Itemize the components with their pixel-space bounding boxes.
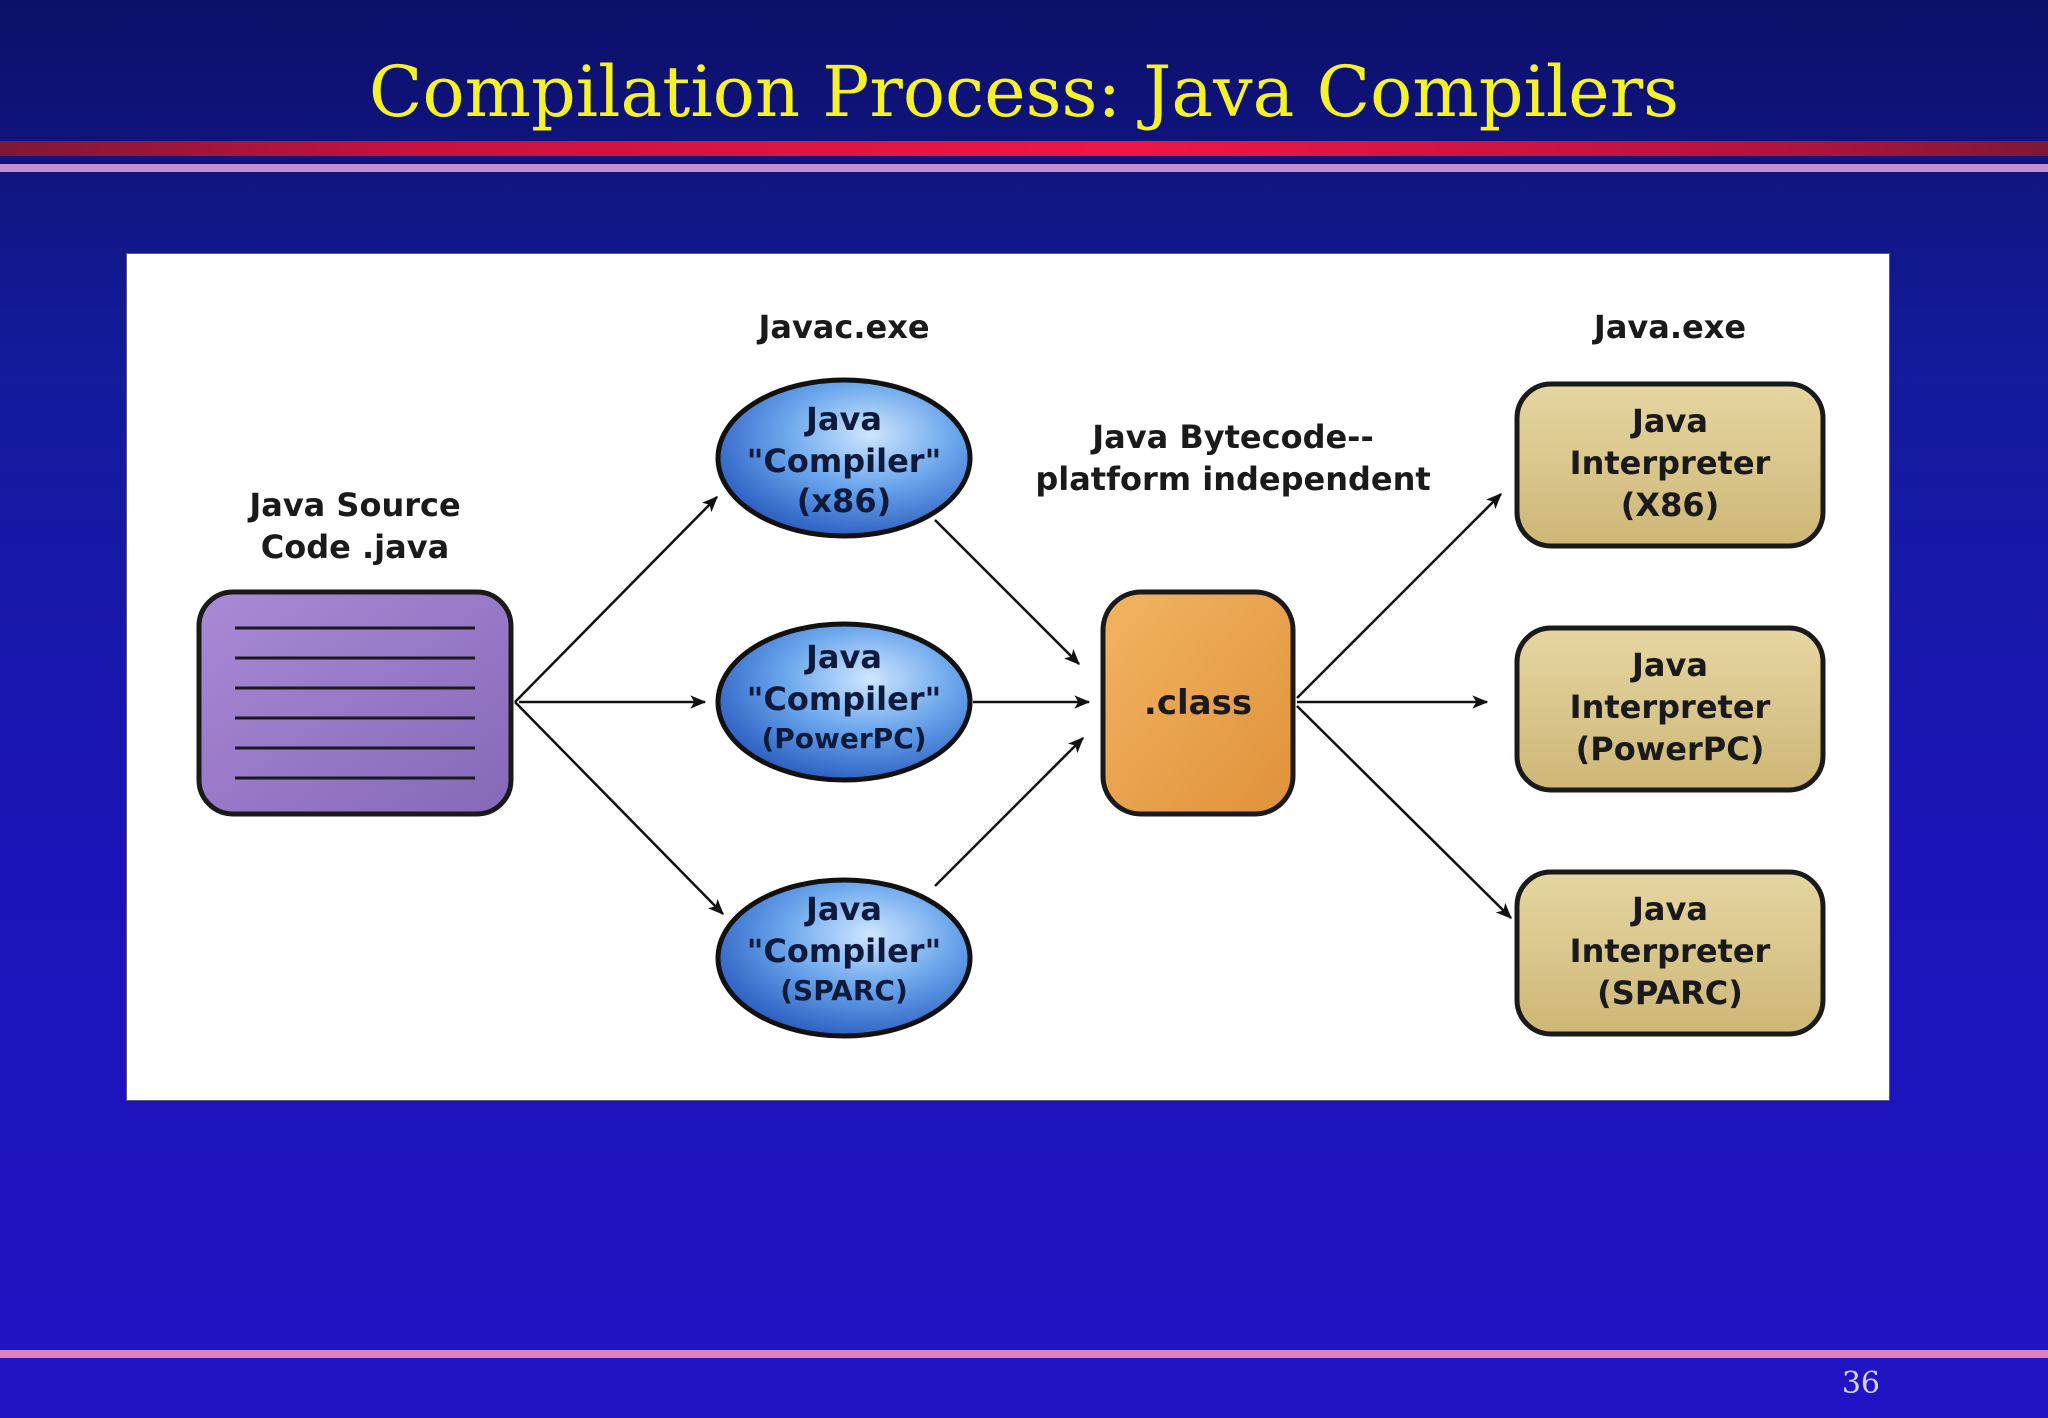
interpreter-x86-box	[1514, 381, 1826, 549]
interpreter-sparc-node: Java Interpreter (SPARC)	[1514, 869, 1826, 1037]
arrows-compilers-to-class	[934, 519, 1091, 887]
compiler-powerpc-node: Java "Compiler" (PowerPC)	[715, 621, 973, 783]
arrow-source-to-compiler-sparc	[514, 701, 724, 915]
interpreter-powerpc-node: Java Interpreter (PowerPC)	[1514, 625, 1826, 793]
compilation-diagram: Java Source Code .java Javac.exe Java "C…	[196, 308, 1826, 1039]
compiler-x86-ellipse	[715, 377, 973, 539]
compiler-x86-line3: (x86)	[797, 482, 891, 520]
compiler-x86-line1: Java	[804, 400, 882, 438]
compiler-group-label: Javac.exe	[756, 308, 929, 346]
arrow-class-to-interpreter-sparc	[1296, 705, 1512, 919]
interpreter-sparc-line2: Interpreter	[1570, 932, 1771, 970]
source-label-line2: Code .java	[261, 528, 449, 566]
compiler-sparc-line2: "Compiler"	[747, 932, 941, 970]
interpreter-sparc-line1: Java	[1630, 890, 1708, 928]
compiler-powerpc-line3: (PowerPC)	[761, 722, 926, 755]
arrow-class-to-interpreter-x86	[1296, 493, 1502, 699]
compiler-sparc-node: Java "Compiler" (SPARC)	[715, 877, 973, 1039]
interpreter-powerpc-box	[1514, 625, 1826, 793]
source-code-node: Java Source Code .java	[196, 486, 514, 817]
title-divider-pink	[0, 164, 2048, 172]
compiler-powerpc-ellipse	[715, 621, 973, 783]
compiler-powerpc-line1: Java	[804, 638, 882, 676]
compiler-powerpc-line2: "Compiler"	[747, 680, 941, 718]
interpreter-powerpc-line1: Java	[1630, 646, 1708, 684]
class-file-box	[1100, 589, 1296, 817]
compiler-x86-node: Java "Compiler" (x86)	[715, 377, 973, 539]
arrows-source-to-compilers	[514, 496, 724, 915]
page-number: 36	[1841, 1366, 1880, 1401]
interpreter-group-label: Java.exe	[1592, 308, 1746, 346]
source-code-box	[196, 589, 514, 817]
interpreter-x86-line1: Java	[1630, 402, 1708, 440]
interpreter-powerpc-line3: (PowerPC)	[1576, 730, 1765, 768]
bytecode-label-line1: Java Bytecode--	[1090, 418, 1373, 456]
arrow-compiler-x86-to-class	[934, 519, 1080, 665]
arrow-source-to-compiler-x86	[514, 496, 718, 703]
arrows-class-to-interpreters	[1296, 493, 1512, 919]
bytecode-label-line2: platform independent	[1035, 460, 1430, 498]
compiler-sparc-line3: (SPARC)	[780, 974, 908, 1007]
diagram-panel: Java Source Code .java Javac.exe Java "C…	[126, 253, 1890, 1101]
title-divider-red	[0, 141, 2048, 156]
source-label-line1: Java Source	[247, 486, 460, 524]
class-file-node: .class	[1100, 589, 1296, 817]
source-code-lines-icon	[235, 626, 475, 780]
interpreter-x86-line3: (X86)	[1621, 486, 1719, 524]
compiler-x86-line2: "Compiler"	[747, 442, 941, 480]
interpreter-x86-node: Java Interpreter (X86)	[1514, 381, 1826, 549]
class-file-label: .class	[1144, 683, 1252, 723]
slide-title: Compilation Process: Java Compilers	[368, 51, 1680, 133]
compiler-sparc-ellipse	[715, 877, 973, 1039]
interpreter-sparc-box	[1514, 869, 1826, 1037]
interpreter-x86-line2: Interpreter	[1570, 444, 1771, 482]
interpreter-powerpc-line2: Interpreter	[1570, 688, 1771, 726]
footer-divider	[0, 1350, 2048, 1358]
arrow-compiler-sparc-to-class	[934, 737, 1084, 887]
interpreter-sparc-line3: (SPARC)	[1597, 974, 1743, 1012]
compiler-sparc-line1: Java	[804, 890, 882, 928]
